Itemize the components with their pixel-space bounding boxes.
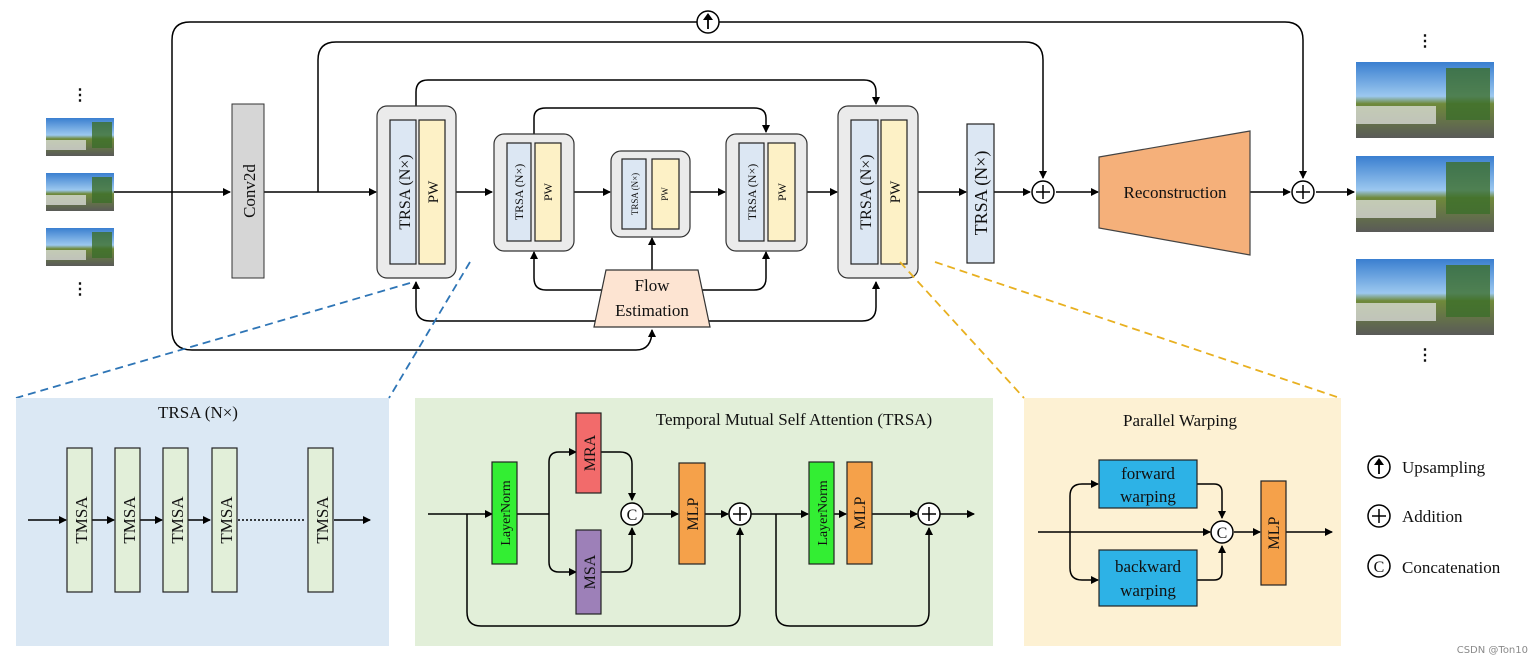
conv2d-block: Conv2d [231, 103, 265, 279]
main-connectors [114, 21, 1355, 351]
input-ellipsis-bottom: ⋮ [72, 281, 88, 298]
forward-warping-line1: forward [1121, 464, 1175, 483]
legend-upsampling-label: Upsampling [1402, 458, 1486, 477]
mlp-block-pw: MLP [1260, 480, 1287, 586]
legend-concat-symbol: C [1374, 559, 1385, 576]
layernorm-block-1: LayerNorm [491, 461, 518, 565]
input-frame-2 [46, 173, 114, 211]
backward-warping-line2: warping [1120, 581, 1176, 600]
mlp-label-pw: MLP [1266, 516, 1283, 549]
input-frame-1 [46, 118, 114, 156]
pw-label-3: PW [660, 187, 670, 201]
forward-warping-line2: warping [1120, 487, 1176, 506]
legend-concatenation: C Concatenation [1367, 554, 1501, 578]
msa-label: MSA [582, 554, 599, 589]
layernorm-label-2: LayerNorm [816, 480, 831, 545]
addition-node-2 [1291, 180, 1315, 204]
watermark: CSDN @Ton10 [1456, 645, 1528, 656]
input-frame-3 [46, 228, 114, 266]
tmsa-block-4: TMSA [211, 447, 238, 593]
mlp-block-1: MLP [678, 462, 706, 565]
legend-addition: Addition [1367, 504, 1463, 528]
tmsa-label-5: TMSA [313, 496, 332, 544]
output-ellipsis-bottom: ⋮ [1417, 347, 1433, 364]
tmsa-label-2: TMSA [120, 496, 139, 544]
mlp-label-2: MLP [852, 496, 869, 529]
legend-addition-label: Addition [1402, 507, 1463, 526]
pw-label-2: PW [541, 182, 555, 201]
legend-upsampling: Upsampling [1367, 455, 1486, 479]
trsa-label-1: TRSA (N×) [397, 154, 414, 229]
msa-block: MSA [575, 529, 602, 615]
panel-pw: Parallel Warping forward warping backwar… [1024, 398, 1341, 646]
tmsa-block-2: TMSA [114, 447, 141, 593]
panel-trsa-title: TRSA (N×) [158, 403, 238, 422]
flow-label-1: Flow [635, 276, 671, 295]
legend: Upsampling Addition C Concatenation [1367, 455, 1501, 578]
reconstruction-label: Reconstruction [1124, 183, 1227, 202]
tmsa-block-5: TMSA [307, 447, 334, 593]
trsa-pw-group-4: TRSA (N×) PW [725, 133, 808, 252]
tmsa-label-1: TMSA [72, 496, 91, 544]
mra-label: MRA [582, 434, 599, 471]
concat-label-tmsa: C [627, 507, 638, 524]
trsa-label-5: TRSA (N×) [858, 154, 875, 229]
trsa-final-block: TRSA (N×) [966, 123, 995, 264]
panel-trsa: TRSA (N×) TMSA TMSA TMSA TMSA TMSA [16, 398, 389, 646]
upsampling-node [696, 10, 720, 34]
zoom-lines [15, 261, 1341, 399]
mlp-block-2: MLP [846, 461, 873, 565]
tmsa-label-3: TMSA [168, 496, 187, 544]
panel-tmsa-title: Temporal Mutual Self Attention (TRSA) [656, 410, 932, 429]
layernorm-label-1: LayerNorm [499, 480, 514, 545]
trsa-label-4: TRSA (N×) [745, 164, 759, 220]
legend-concatenation-label: Concatenation [1402, 558, 1501, 577]
flow-label-2: Estimation [615, 301, 689, 320]
trsa-pw-group-2: TRSA (N×) PW [493, 133, 575, 252]
addition-node-tmsa-2 [917, 502, 941, 526]
forward-warping-block: forward warping [1098, 459, 1198, 509]
trsa-label-3: TRSA (N×) [630, 173, 640, 215]
flow-estimation-block: Flow Estimation [593, 269, 711, 328]
input-ellipsis-top: ⋮ [72, 87, 88, 104]
tmsa-block-3: TMSA [162, 447, 189, 593]
trsa-pw-group-5: TRSA (N×) PW [837, 105, 919, 279]
mlp-label-1: MLP [685, 497, 702, 530]
pw-label-5: PW [888, 180, 904, 203]
concat-node-pw: C [1210, 520, 1234, 544]
pw-label-4: PW [775, 182, 789, 201]
backward-warping-block: backward warping [1098, 549, 1198, 607]
backward-warping-line1: backward [1115, 557, 1182, 576]
panel-pw-title: Parallel Warping [1123, 411, 1237, 430]
addition-node-tmsa-1 [728, 502, 752, 526]
tmsa-block-1: TMSA [66, 447, 93, 593]
panel-tmsa: Temporal Mutual Self Attention (TRSA) La… [415, 398, 993, 646]
output-frame-2 [1356, 156, 1494, 232]
trsa-pw-group-3: TRSA (N×) PW [610, 150, 691, 238]
output-frames: ⋮ ⋮ [1356, 33, 1494, 364]
trsa-final-label: TRSA (N×) [971, 151, 992, 236]
concat-node-tmsa: C [620, 502, 644, 526]
reconstruction-block: Reconstruction [1098, 130, 1251, 256]
output-ellipsis-top: ⋮ [1417, 33, 1433, 50]
input-frames: ⋮ ⋮ [46, 87, 114, 298]
output-frame-3 [1356, 259, 1494, 335]
trsa-pw-group-1: TRSA (N×) PW [376, 105, 457, 279]
conv2d-label: Conv2d [240, 164, 259, 218]
mra-block: MRA [575, 412, 602, 494]
trsa-label-2: TRSA (N×) [512, 164, 526, 220]
output-frame-1 [1356, 62, 1494, 138]
pw-label-1: PW [426, 180, 442, 203]
addition-node-1 [1031, 180, 1055, 204]
tmsa-label-4: TMSA [217, 496, 236, 544]
layernorm-block-2: LayerNorm [808, 461, 835, 565]
concat-label-pw: C [1217, 525, 1228, 542]
